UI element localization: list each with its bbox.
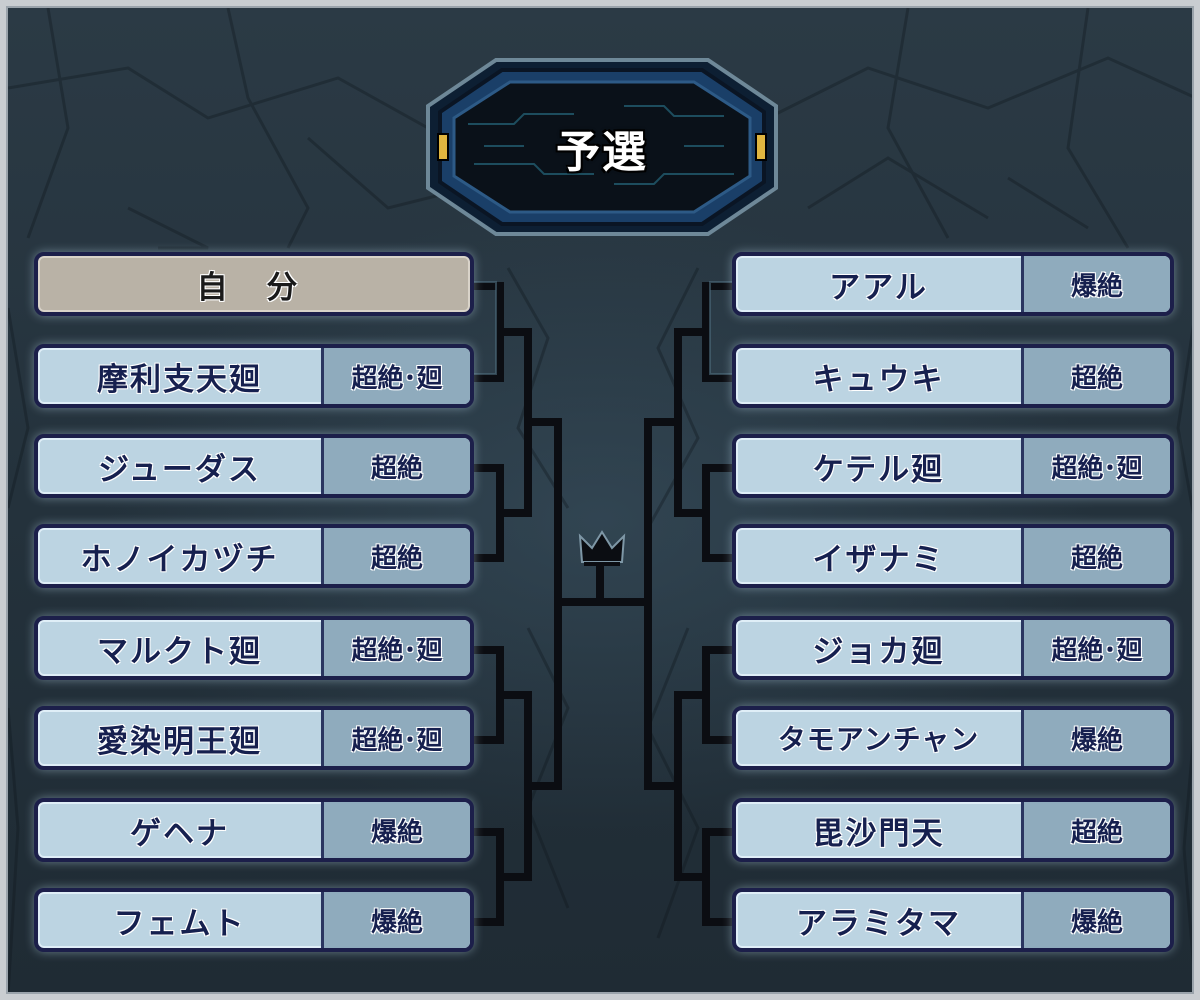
entry-name: タモアンチャン [777, 723, 980, 756]
entry-name: アアル [829, 269, 928, 306]
entry-right-3[interactable]: ケテル廻 超絶･廻 [732, 434, 1174, 498]
tournament-screen: 予選 自 分 摩利支天廻 超絶･廻 ジューダス 超絶 ホノイカヅチ 超絶 マルク… [6, 6, 1194, 994]
entry-right-5[interactable]: ジョカ廻 超絶･廻 [732, 616, 1174, 680]
entry-name: キュウキ [812, 361, 945, 398]
difficulty-tag: 超絶 [1021, 528, 1170, 584]
entry-right-2[interactable]: キュウキ 超絶 [732, 344, 1174, 408]
entry-name: ジューダス [98, 451, 261, 488]
entry-left-8[interactable]: フェムト 爆絶 [34, 888, 474, 952]
entry-name: 毘沙門天 [812, 815, 945, 852]
difficulty-tag: 超絶 [321, 528, 470, 584]
entry-name: ケテル廻 [812, 451, 945, 488]
difficulty-tag: 超絶 [1021, 348, 1170, 404]
difficulty-tag: 超絶 [1021, 802, 1170, 858]
entry-name: アラミタマ [796, 905, 961, 942]
entry-self[interactable]: 自 分 [34, 252, 474, 316]
difficulty-tag: 爆絶 [1021, 892, 1170, 948]
title-plate-frame [426, 58, 778, 236]
entry-name: イザナミ [812, 541, 945, 578]
entry-name: 摩利支天廻 [97, 361, 262, 398]
entry-left-4[interactable]: ホノイカヅチ 超絶 [34, 524, 474, 588]
difficulty-tag: 超絶･廻 [321, 348, 470, 404]
entry-name: マルクト廻 [97, 633, 262, 670]
difficulty-tag: 超絶･廻 [1021, 620, 1170, 676]
crown-icon [578, 530, 626, 566]
entry-right-1[interactable]: アアル 爆絶 [732, 252, 1174, 316]
entry-left-3[interactable]: ジューダス 超絶 [34, 434, 474, 498]
entry-left-7[interactable]: ゲヘナ 爆絶 [34, 798, 474, 862]
round-title: 予選 [556, 127, 648, 178]
difficulty-tag: 爆絶 [1021, 256, 1170, 312]
entry-name: ゲヘナ [130, 815, 229, 852]
entry-name: 自 分 [196, 269, 312, 306]
entry-name: ホノイカヅチ [80, 541, 279, 578]
difficulty-tag: 超絶･廻 [1021, 438, 1170, 494]
entry-right-4[interactable]: イザナミ 超絶 [732, 524, 1174, 588]
bracket-lines [470, 281, 736, 926]
entry-right-7[interactable]: 毘沙門天 超絶 [732, 798, 1174, 862]
difficulty-tag: 爆絶 [321, 892, 470, 948]
difficulty-tag: 爆絶 [321, 802, 470, 858]
entry-left-2[interactable]: 摩利支天廻 超絶･廻 [34, 344, 474, 408]
entry-name: 愛染明王廻 [97, 723, 262, 760]
entry-left-6[interactable]: 愛染明王廻 超絶･廻 [34, 706, 474, 770]
difficulty-tag: 爆絶 [1021, 710, 1170, 766]
entry-right-6[interactable]: タモアンチャン 爆絶 [732, 706, 1174, 770]
entry-name: ジョカ廻 [812, 633, 945, 670]
difficulty-tag: 超絶･廻 [321, 620, 470, 676]
difficulty-tag: 超絶 [321, 438, 470, 494]
stone-wall-texture [8, 8, 1192, 992]
entry-right-8[interactable]: アラミタマ 爆絶 [732, 888, 1174, 952]
difficulty-tag: 超絶･廻 [321, 710, 470, 766]
entry-left-5[interactable]: マルクト廻 超絶･廻 [34, 616, 474, 680]
entry-name: フェムト [113, 905, 246, 942]
round-title-plate: 予選 [424, 54, 780, 240]
